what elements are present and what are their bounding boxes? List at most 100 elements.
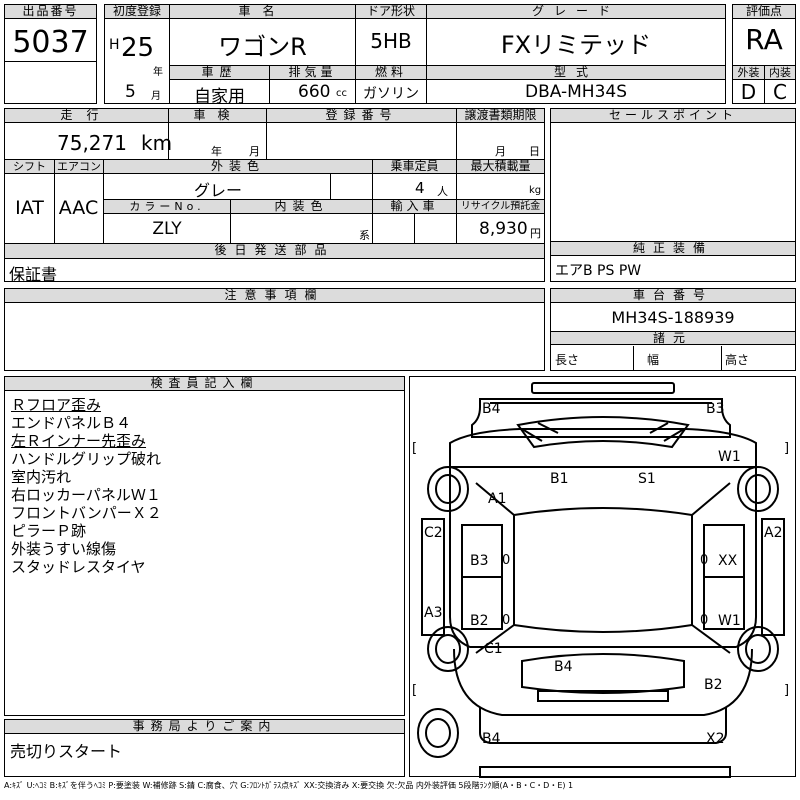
exterior-grade-cell: 外装 D	[732, 65, 765, 104]
transfer-month-unit: 月	[495, 145, 506, 158]
car-name-label: 車名	[170, 5, 355, 19]
transfer-label: 譲渡書類期限	[456, 109, 544, 123]
zero-2: 0	[700, 553, 709, 568]
int-color-label: 内装色	[230, 200, 372, 214]
ext-color-label: 外装色	[103, 160, 372, 174]
office-box: 事務局よりご案内 売切りスタート	[4, 719, 405, 777]
genuine-equip-box: 純正装備 エアB PS PW	[550, 241, 796, 282]
model-label: 型式	[427, 66, 725, 80]
inspector-note: Ｒフロア歪み	[11, 396, 102, 414]
fuel-label: 燃料	[356, 66, 426, 80]
sales-point-box: セールスポイント	[550, 108, 796, 242]
model-value: DBA-MH34S	[524, 82, 628, 102]
recycle-value: 8,930	[479, 219, 528, 239]
detail-table: 走行 車検 登録番号 譲渡書類期限 75,271 km 年 月 月 日 シフト …	[4, 108, 545, 259]
office-label: 事務局よりご案内	[5, 720, 404, 734]
displacement-cell: 排気量 660 cc	[269, 65, 356, 104]
mark-b3: B3	[470, 553, 489, 569]
car-diagram: B4 B3 [ ] W1 A1 B1 S1 C2 A2 B3 0 0 XX A3…	[409, 376, 796, 778]
history-value: 自家用	[194, 87, 245, 107]
inspector-note: ハンドルグリップ破れ	[11, 450, 162, 468]
mark-b4-mid: B4	[554, 659, 573, 675]
door-label: ドア形状	[356, 5, 426, 19]
car-name-cell: 車名 ワゴンR	[169, 4, 356, 66]
color-no-value: ZLY	[152, 219, 182, 239]
spec-length-label: 長さ	[555, 353, 580, 367]
import-label: 輸入車	[372, 200, 456, 214]
zero-3: 0	[502, 613, 511, 628]
mark-top-left: B4	[482, 401, 501, 417]
inspector-note: エンドパネルＢ４	[11, 414, 132, 432]
inspector-label: 検査員記入欄	[5, 377, 404, 391]
zero-1: 0	[502, 553, 511, 568]
car-name-value: ワゴンR	[218, 33, 307, 61]
chassis-label: 車台番号	[551, 289, 795, 303]
mark-c2: C2	[424, 525, 443, 541]
ext-color-value: グレー	[193, 181, 242, 200]
mark-bottom-left: B4	[482, 731, 501, 747]
bracket-left-2: [	[412, 683, 418, 698]
inspector-note: フロントバンパーＸ２	[11, 504, 162, 522]
exterior-grade-value: D	[740, 80, 757, 104]
capacity-value: 4	[415, 179, 425, 197]
ac-label: エアコン	[54, 160, 103, 174]
chassis-box: 車台番号 MH34S-188939 諸元 長さ 幅 高さ	[550, 288, 796, 371]
color-no-label: カラーNo.	[104, 200, 230, 214]
door-cell: ドア形状 5HB	[355, 4, 427, 66]
history-label: 車歴	[170, 66, 269, 80]
fuel-value: ガソリン	[363, 86, 419, 102]
mark-w1-lower: W1	[718, 613, 741, 629]
mark-a1: A1	[488, 491, 507, 507]
score-cell: 評価点 RA	[732, 4, 796, 66]
inspection-month-unit: 月	[249, 145, 260, 158]
lot-number-cell: 出品番号 5037	[4, 4, 97, 104]
grade-label: グレード	[427, 5, 725, 19]
interior-grade-cell: 内装 C	[764, 65, 796, 104]
lot-number-value: 5037	[12, 25, 89, 60]
inspection-label: 車検	[168, 109, 266, 123]
office-value: 売切りスタート	[10, 742, 123, 761]
inspector-note: スタッドレスタイヤ	[11, 558, 146, 576]
zero-4: 0	[700, 613, 709, 628]
bracket-right-1: ]	[784, 441, 790, 456]
max-load-label: 最大積載量	[456, 160, 544, 174]
year-unit: 年	[153, 67, 163, 78]
header-table: 出品番号 5037 初度登録 H 25 年 5 月 車名 ワゴンR ドア形状 5…	[4, 4, 796, 107]
bracket-right-2: ]	[784, 683, 790, 698]
car-outline	[417, 382, 785, 778]
displacement-label: 排気量	[270, 66, 355, 80]
inspector-note: 右ロッカーパネルＷ１	[11, 486, 161, 504]
inspector-note: 外装うすい線傷	[11, 540, 117, 558]
transfer-day-unit: 日	[529, 145, 540, 158]
bracket-left-1: [	[412, 441, 418, 456]
era-mark: H	[109, 37, 120, 53]
score-label: 評価点	[733, 5, 795, 19]
genuine-equip-value: エアB PS PW	[555, 263, 642, 279]
first-registration-label: 初度登録	[105, 5, 169, 19]
first-registration-month: 5	[125, 82, 136, 102]
model-cell: 型式 DBA-MH34S	[426, 65, 726, 104]
mark-s1: S1	[638, 471, 656, 487]
sales-point-label: セールスポイント	[551, 109, 795, 123]
mark-c1: C1	[484, 641, 503, 657]
notes-label: 注意事項欄	[5, 289, 544, 303]
genuine-equip-label: 純正装備	[551, 242, 795, 256]
exterior-grade-label: 外装	[733, 66, 764, 80]
inspector-note: ピラーＰ跡	[11, 522, 87, 540]
recycle-label: リサイクル預託金	[456, 200, 544, 214]
interior-grade-value: C	[773, 80, 787, 104]
first-registration-year: 25	[121, 33, 155, 63]
interior-grade-label: 内装	[765, 66, 795, 80]
displacement-value: 660	[298, 82, 331, 102]
mileage-unit: km	[141, 131, 173, 155]
spec-width-label: 幅	[647, 353, 660, 367]
mark-b2-low: B2	[704, 677, 723, 693]
door-value: 5HB	[370, 29, 412, 53]
mark-top-right: B3	[706, 401, 725, 417]
mark-b1: B1	[550, 471, 569, 487]
later-parts-value: 保証書	[9, 265, 58, 284]
notes-box: 注意事項欄	[4, 288, 545, 371]
mark-a3: A3	[424, 605, 443, 621]
mark-a2: A2	[764, 525, 783, 541]
